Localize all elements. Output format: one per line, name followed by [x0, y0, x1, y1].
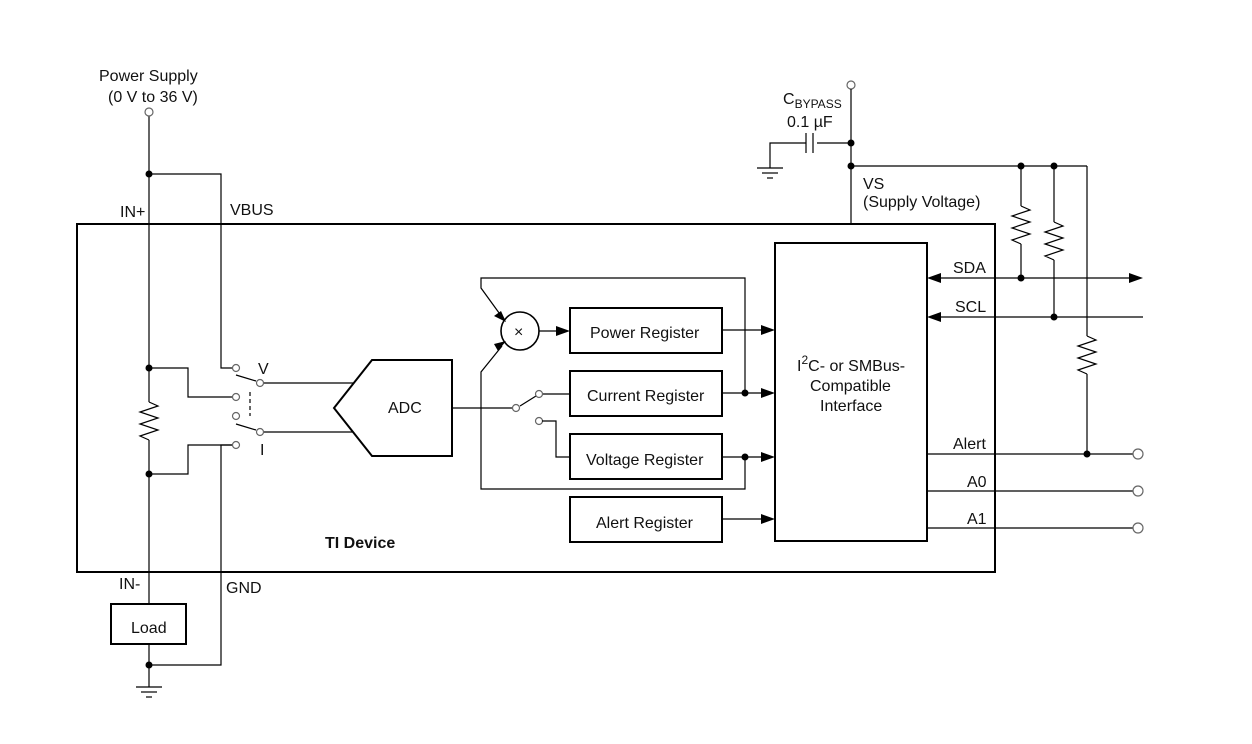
a1-label: A1: [967, 511, 987, 528]
a0-terminal: [1132, 485, 1144, 497]
i-switch-label: I: [260, 442, 264, 459]
vs-supply-terminal: [846, 80, 856, 90]
alert-pullup-resistor: [1076, 335, 1098, 375]
current-register-label: Current Register: [587, 388, 705, 405]
cbypass-value-label: 0.1 µF: [787, 114, 833, 131]
interface-label-line3: Interface: [820, 398, 882, 415]
alert-register-label: Alert Register: [596, 515, 694, 532]
gnd-label: GND: [226, 580, 262, 597]
a0-label: A0: [967, 474, 987, 491]
alert-label: Alert: [953, 436, 986, 453]
cbypass-label: CBYPASS: [783, 91, 842, 111]
alert-terminal: [1132, 448, 1144, 460]
vs-label: VS: [863, 176, 884, 193]
vbus-label: VBUS: [230, 202, 274, 219]
sda-label: SDA: [953, 260, 986, 277]
in-minus-label: IN-: [119, 576, 140, 593]
scl-label: SCL: [955, 299, 986, 316]
load-box: [110, 603, 187, 645]
power-register-box: [569, 307, 723, 354]
voltage-register-label: Voltage Register: [586, 452, 704, 469]
power-register-label: Power Register: [590, 325, 700, 342]
voltage-register-box: [569, 433, 723, 480]
ground-symbol-bypass: [757, 167, 783, 179]
i2c-smbus-interface-box: [774, 242, 928, 542]
scl-pullup-resistor: [1043, 221, 1065, 261]
interface-label-line2: Compatible: [810, 378, 891, 395]
a1-terminal: [1132, 522, 1144, 534]
in-plus-label: IN+: [120, 204, 145, 221]
v-switch-label: V: [258, 361, 269, 378]
ground-symbol-load: [136, 686, 162, 698]
sda-pullup-resistor: [1010, 205, 1032, 245]
interface-label-line1: I2C- or SMBus-: [797, 353, 905, 375]
power-supply-label: Power Supply: [99, 68, 198, 85]
load-label: Load: [131, 620, 167, 637]
adc-block: [332, 359, 453, 457]
vs-description-label: (Supply Voltage): [863, 194, 980, 211]
bypass-capacitor: [805, 133, 814, 153]
ti-device-outline: [76, 223, 996, 573]
input-mux-switch: [231, 363, 353, 450]
adc-label: ADC: [388, 400, 422, 417]
shunt-resistor: [138, 401, 160, 441]
multiplier-symbol: ×: [514, 324, 523, 341]
power-supply-terminal: [144, 107, 154, 117]
ti-device-label: TI Device: [325, 535, 395, 552]
power-supply-range-label: (0 V to 36 V): [108, 89, 198, 106]
